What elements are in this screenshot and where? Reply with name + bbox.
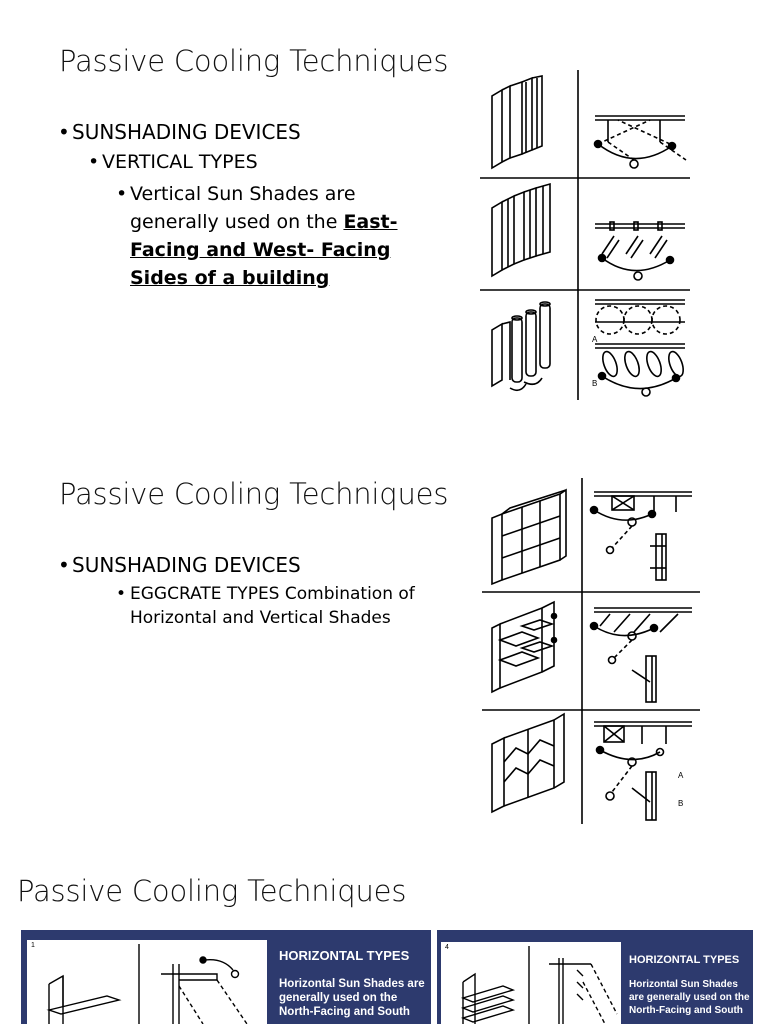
panel-heading: HORIZONTAL TYPES <box>629 954 740 966</box>
panel-body: Horizontal Sun Shades are generally used… <box>629 979 750 1016</box>
vertical-fin-iso-2 <box>491 182 551 278</box>
horizontal-louver-figure <box>460 946 618 1025</box>
vertical-fin-plan-3 <box>595 299 685 397</box>
eggcrate-iso-2 <box>491 600 558 694</box>
eggcrate-plan-2 <box>589 607 692 703</box>
slide1-bullet-sunshading: •SUNSHADING DEVICES <box>58 120 301 144</box>
bullet-icon: • <box>58 553 70 577</box>
bullet-icon: • <box>116 584 127 604</box>
figure-label-a: A <box>592 335 598 344</box>
slide2-title: Passive Cooling Techniques <box>59 477 449 511</box>
horizontal-types-panel-2: 4 HORIZONTAL TYPES Horizontal Sun Shades… <box>437 930 753 1025</box>
slide2-bullet-eggcrate: • EGGCRATE TYPES Combination of Horizont… <box>116 582 416 630</box>
horizontal-shade-figure <box>46 944 248 1025</box>
slide1-bullet-vertical: •VERTICAL TYPES <box>88 151 258 173</box>
panel-heading: HORIZONTAL TYPES <box>279 948 410 963</box>
bullet-icon: • <box>116 183 128 205</box>
panel-number: 4 <box>445 944 449 951</box>
panel-number: 1 <box>31 942 35 949</box>
figure-label-a: A <box>678 771 684 780</box>
description-emphasis: East-Facing and West- Facing Sides of a … <box>130 211 398 289</box>
vertical-fin-plan-1 <box>593 115 687 169</box>
description-text: Vertical Sun Shades are generally used o… <box>130 183 356 233</box>
vertical-fin-plan-2 <box>595 221 685 281</box>
bullet-icon: • <box>88 151 100 173</box>
figure-label-b: B <box>592 379 597 388</box>
eggcrate-plan-3 <box>594 721 692 821</box>
vertical-fin-iso-3 <box>491 301 551 392</box>
panel-figure-box: 1 <box>27 940 267 1025</box>
horizontal-types-panel-1: 1 HORIZONTAL TYPES Horizontal Sun Shades… <box>21 930 431 1025</box>
vertical-fin-iso-1 <box>491 75 543 170</box>
panel-text-1: HORIZONTAL TYPES Horizontal Sun Shades a… <box>279 948 429 1019</box>
eggcrate-iso-1 <box>491 488 567 586</box>
panel-figure-box: 4 <box>441 942 621 1025</box>
eggcrate-plan-1 <box>589 491 692 581</box>
vertical-shading-figure: A B <box>480 70 690 400</box>
eggcrate-iso-3 <box>491 712 565 814</box>
slide3-title: Passive Cooling Techniques <box>17 874 407 908</box>
slide2-bullet-sunshading: •SUNSHADING DEVICES <box>58 553 301 577</box>
figure-label-b: B <box>678 799 683 808</box>
slide1-title: Passive Cooling Techniques <box>59 44 449 78</box>
panel-body: Horizontal Sun Shades are generally used… <box>279 978 425 1018</box>
slide1-bullet-description: • Vertical Sun Shades are generally used… <box>116 180 416 292</box>
eggcrate-shading-figure: A B <box>482 478 700 824</box>
bullet-icon: • <box>58 120 70 144</box>
panel-text-2: HORIZONTAL TYPES Horizontal Sun Shades a… <box>629 954 751 1017</box>
eggcrate-text: EGGCRATE TYPES Combination of Horizontal… <box>130 584 415 628</box>
